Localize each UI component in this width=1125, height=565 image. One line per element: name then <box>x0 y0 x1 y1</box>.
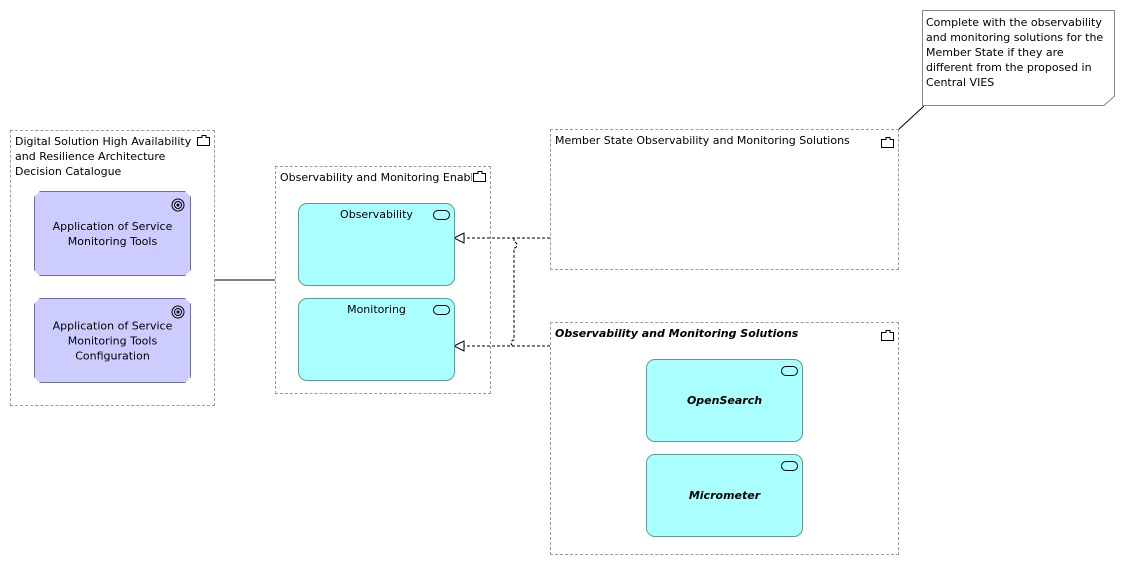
principle-service-monitoring-tools-configuration[interactable]: Application of Service Monitoring Tools … <box>34 298 191 383</box>
note-shape <box>922 10 1115 106</box>
principle-label: Application of Service Monitoring Tools <box>52 219 173 248</box>
group-enablers[interactable]: Observability and Monitoring Enablers Ob… <box>275 166 491 394</box>
service-label: Micrometer <box>688 488 761 502</box>
group-member-state-label: Member State Observability and Monitorin… <box>555 134 850 147</box>
service-label: OpenSearch <box>686 393 763 407</box>
folder-icon <box>881 330 894 341</box>
target-icon <box>171 305 185 319</box>
service-icon <box>781 461 798 471</box>
group-member-state-solutions[interactable]: Member State Observability and Monitorin… <box>550 129 899 270</box>
service-label: Observability <box>340 208 413 221</box>
group-enablers-label: Observability and Monitoring Enablers <box>280 171 472 184</box>
realization-connector-vertical <box>510 238 518 347</box>
service-observability[interactable]: Observability <box>298 203 455 286</box>
group-solutions[interactable]: Observability and Monitoring Solutions O… <box>550 322 899 555</box>
principle-service-monitoring-tools[interactable]: Application of Service Monitoring Tools <box>34 191 191 276</box>
service-icon <box>433 305 450 315</box>
principle-label: Application of Service Monitoring Tools … <box>52 319 173 362</box>
arrowhead-observability <box>452 232 465 244</box>
service-opensearch[interactable]: OpenSearch <box>646 359 803 442</box>
folder-icon <box>197 135 210 146</box>
group-decision-catalogue[interactable]: Digital Solution High Availability and R… <box>10 130 215 406</box>
service-icon <box>781 366 798 376</box>
note[interactable]: Complete with the observability and moni… <box>922 10 1115 106</box>
group-decision-catalogue-label: Digital Solution High Availability and R… <box>15 135 192 178</box>
arrowhead-monitoring <box>452 340 465 352</box>
service-icon <box>433 210 450 220</box>
folder-icon <box>473 171 486 182</box>
service-micrometer[interactable]: Micrometer <box>646 454 803 537</box>
group-solutions-label: Observability and Monitoring Solutions <box>555 327 799 340</box>
target-icon <box>171 198 185 212</box>
note-connector <box>897 105 925 131</box>
note-text: Complete with the observability and moni… <box>926 16 1104 89</box>
folder-icon <box>881 137 894 148</box>
service-label: Monitoring <box>347 303 406 316</box>
service-monitoring[interactable]: Monitoring <box>298 298 455 381</box>
